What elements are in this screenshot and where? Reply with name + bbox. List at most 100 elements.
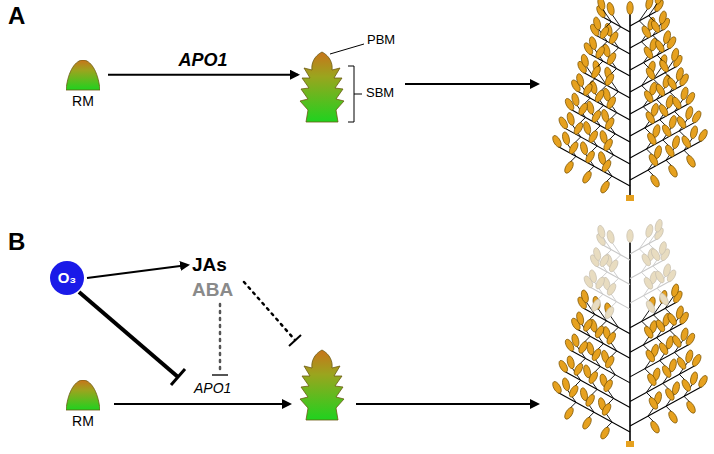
branch	[558, 392, 630, 432]
spikelet	[650, 20, 662, 34]
meristem-rm: RM	[66, 60, 100, 109]
spikelet	[643, 89, 655, 103]
panicle	[551, 219, 709, 447]
spikelet	[647, 396, 659, 410]
spikelet	[667, 410, 679, 424]
spikelet	[606, 2, 616, 16]
spikelet	[661, 123, 673, 137]
spikelet	[587, 129, 599, 143]
spikelet	[605, 95, 617, 109]
spikelet	[661, 364, 673, 378]
spikelet	[697, 128, 709, 142]
spikelet	[566, 112, 576, 126]
spikelet	[680, 135, 692, 149]
inhibition-bar	[171, 369, 185, 385]
spikelet	[676, 115, 688, 129]
spikelet	[599, 426, 611, 440]
dotted-inhibition	[219, 304, 222, 374]
spikelet	[627, 230, 633, 243]
spikelet	[563, 406, 575, 420]
spikelet	[608, 31, 620, 45]
spikelet	[606, 51, 618, 65]
spikelet	[590, 298, 602, 312]
spikelet	[668, 115, 678, 129]
spikelet	[685, 349, 695, 363]
spikelet	[658, 59, 670, 73]
spikelet	[685, 400, 697, 414]
twig	[612, 14, 621, 27]
spikelet	[575, 311, 585, 325]
panicle-base	[626, 195, 634, 201]
spikelet	[575, 73, 585, 87]
spikelet	[649, 420, 661, 434]
panicle-base	[626, 441, 634, 447]
spikelet	[666, 312, 678, 326]
twig	[612, 242, 621, 255]
spikelet	[640, 25, 652, 39]
spikelet	[645, 224, 655, 238]
spikelet	[580, 289, 590, 303]
spikelet	[671, 96, 683, 110]
spikelet	[662, 263, 672, 277]
node-label: RM	[66, 93, 100, 109]
spikelet	[654, 319, 666, 333]
spikelet	[649, 174, 661, 188]
twig	[649, 3, 658, 16]
spikelet	[644, 349, 656, 363]
meristem-inflorescence: PBMSBM	[300, 36, 344, 122]
spikelet	[577, 340, 589, 354]
spikelet	[588, 269, 598, 283]
spikelet	[594, 89, 606, 103]
spikelet	[654, 39, 666, 53]
branch	[630, 140, 702, 180]
panicle-axis	[629, 240, 631, 444]
spikelet	[654, 0, 664, 5]
spikelet	[599, 180, 611, 194]
meristem	[300, 52, 344, 122]
spikelet	[658, 103, 670, 117]
spikelet	[601, 159, 613, 173]
spikelet	[646, 132, 658, 146]
gene-label: APO1	[193, 380, 232, 396]
inhibition-bar	[289, 335, 301, 346]
spikelet	[582, 82, 594, 96]
spikelet	[675, 67, 685, 81]
spikelet	[689, 371, 699, 385]
spikelet	[658, 10, 668, 24]
spikelet	[561, 131, 571, 145]
spikelet	[566, 355, 576, 369]
node-label: JAs	[192, 254, 227, 276]
spikelet	[602, 138, 614, 152]
spikelet	[598, 254, 610, 268]
dome-shape	[66, 60, 100, 91]
circle	[50, 261, 84, 295]
spikelet	[602, 378, 614, 392]
spikelet	[680, 86, 690, 100]
twig	[649, 231, 658, 244]
arrow	[356, 403, 538, 405]
connector-arrow	[108, 74, 298, 76]
spikelet	[685, 154, 697, 168]
spikelet	[592, 16, 602, 30]
spikelet	[697, 374, 709, 388]
spikelet	[667, 164, 679, 178]
spikelet	[604, 116, 616, 130]
panicle	[551, 0, 709, 201]
branch	[558, 146, 630, 186]
spikelet	[658, 241, 668, 255]
panel-letter: A	[8, 2, 25, 30]
twig	[639, 8, 648, 21]
dome-shape	[66, 380, 100, 411]
spikelet	[572, 121, 584, 135]
hormone-label: ABA	[192, 279, 233, 301]
spikelet	[680, 378, 692, 392]
spikelet	[645, 299, 657, 313]
spikelet	[642, 276, 654, 290]
spikelet	[594, 45, 606, 59]
spikelet	[594, 325, 606, 339]
spikelet	[579, 141, 589, 155]
dotted-inhibition	[244, 282, 295, 340]
spikelet	[571, 92, 581, 106]
